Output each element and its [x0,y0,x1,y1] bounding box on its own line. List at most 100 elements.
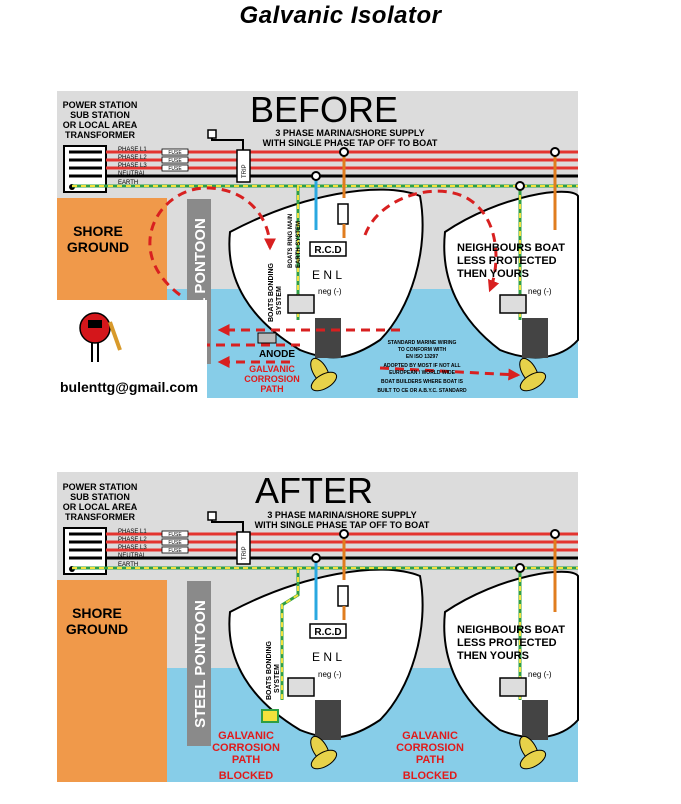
ring-main-line-1: BOATS RING MAIN [288,214,294,268]
trip-label: TRIP [242,164,248,178]
fuse-group [161,530,189,554]
trip-label: TRIP [242,546,248,560]
propeller-right [519,357,547,392]
anode-label: ANODE [259,349,295,360]
boat-hull-right [443,190,579,359]
standard-line-7: BUILT TO CE OR A.B.Y.C. STANDARD [377,388,467,394]
enl-label: E N L [312,268,342,282]
before-heading: BEFORE [250,89,398,130]
shore-ground-line-2: GROUND [66,621,128,637]
fuse-group [161,148,189,172]
neighbour-line-3: THEN YOURS [457,650,529,662]
email-label: bulenttg@gmail.com [60,379,198,395]
rcd-label: R.C.D [314,245,341,256]
after-panel [57,472,579,782]
standard-line-5: EUROPEAN / WORLD WIDE [389,370,455,376]
power-station-line-4: TRANSFORMER [65,512,135,522]
boat-hull-left [228,568,424,739]
bonding-line-2: SYSTEM [274,664,281,693]
phase-l2-label: PHASE L2 [118,537,147,543]
neg-label-left: neg (-) [318,670,342,679]
standard-line-1: STANDARD MARINE WIRING [388,340,457,346]
transformer-coil [69,150,102,178]
boat-hull-right [443,570,579,739]
power-station-line-3: OR LOCAL AREA [63,502,138,512]
battery-right [499,677,527,697]
ring-main-line-2: EARTH SYSTEM [296,221,302,268]
galvanic-line-2: CORROSION [244,374,300,384]
fuse-label-1: FUSE [168,532,182,538]
neutral-label: NEUTRAL [118,171,147,177]
phase-l1-label: PHASE L1 [118,529,147,535]
earth-label: EARTH [118,180,138,186]
galvanic-right-line-3: PATH [416,754,444,766]
power-station-line-2: SUB STATION [70,110,130,120]
rcd-box [309,241,347,257]
engine-right [522,700,548,740]
supply-line-2: WITH SINGLE PHASE TAP OFF TO BOAT [255,520,430,530]
shore-ground-line-1: SHORE [72,605,122,621]
earth-label: EARTH [118,562,138,568]
neg-label-right: neg (-) [528,670,552,679]
boat-tap-wires-left [280,529,349,700]
battery-right [499,294,527,314]
supply-line-2: WITH SINGLE PHASE TAP OFF TO BOAT [263,138,438,148]
diagram-title: Galvanic Isolator [239,2,442,29]
phase-l3-label: PHASE L3 [118,163,147,169]
boat-hull-left [228,188,424,359]
phase-l2-label: PHASE L2 [118,155,147,161]
shore-ground-line-2: GROUND [67,239,129,255]
fuse-label-2: FUSE [168,540,182,546]
steel-pontoon [187,581,211,746]
power-station-line-1: POWER STATION [63,482,138,492]
pontoon-label: STEEL PONTOON [192,600,209,728]
pontoon-label: STEEL PONTOON [192,218,209,346]
engine-left [315,700,341,740]
propeller-left [310,357,338,392]
galvanic-line-1: GALVANIC [249,364,295,374]
galvanic-right-line-2: CORROSION [396,742,464,754]
phase-l3-label: PHASE L3 [118,545,147,551]
avatar-card [57,300,207,398]
bonding-line-1: BOATS BONDING [268,262,275,322]
text-layer: BEFORE POWER STATION SUB STATION OR LOCA… [60,89,565,782]
galvanic-isolator [261,709,279,723]
battery-left [287,294,315,314]
shore-ground-line-1: SHORE [73,223,123,239]
power-station-line-1: POWER STATION [63,100,138,110]
propeller-left [310,735,338,770]
transformer-coil [69,532,102,560]
neighbour-line-1: NEIGHBOURS BOAT [457,624,565,636]
galvanic-left-line-1: GALVANIC [218,730,274,742]
rcd-label: R.C.D [314,627,341,638]
neutral-label: NEUTRAL [118,553,147,559]
blocked-right-label: BLOCKED [403,770,457,782]
power-station-line-2: SUB STATION [70,492,130,502]
power-station-line-3: OR LOCAL AREA [63,120,138,130]
galvanic-left-line-3: PATH [232,754,260,766]
blocked-left-label: BLOCKED [219,770,273,782]
galvanic-line-3: PATH [260,384,283,394]
anode [257,332,277,344]
neighbour-line-2: LESS PROTECTED [457,255,557,267]
supply-line-1: 3 PHASE MARINA/SHORE SUPPLY [275,128,424,138]
engine-right [522,318,548,358]
fuse-label-3: FUSE [168,548,182,554]
neg-label-right: neg (-) [528,287,552,296]
galvanic-left-line-2: CORROSION [212,742,280,754]
bonding-line-1: BOATS BONDING [266,640,273,700]
rcd-box [309,623,347,639]
phase-l1-label: PHASE L1 [118,147,147,153]
galvanic-right-line-1: GALVANIC [402,730,458,742]
neighbour-line-3: THEN YOURS [457,268,529,280]
battery-left [287,677,315,697]
neighbour-line-2: LESS PROTECTED [457,637,557,649]
enl-label: E N L [312,650,342,664]
after-heading: AFTER [255,470,373,511]
fuse-label-2: FUSE [168,158,182,164]
supply-line-1: 3 PHASE MARINA/SHORE SUPPLY [267,510,416,520]
power-station-line-4: TRANSFORMER [65,130,135,140]
engine-left [315,318,341,358]
